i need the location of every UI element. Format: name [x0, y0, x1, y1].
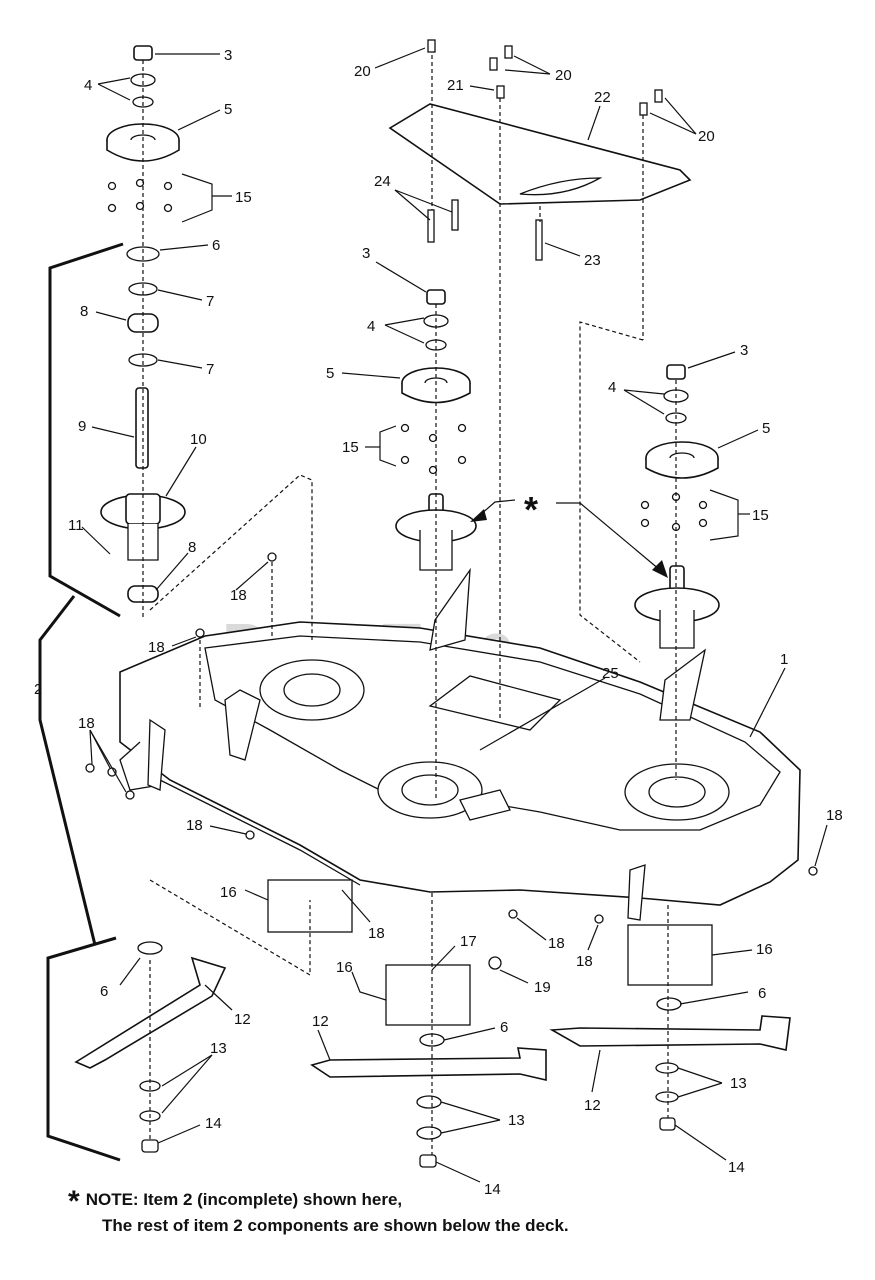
callout-25: 25 — [602, 665, 619, 682]
callout-8: 8 — [80, 303, 88, 320]
callout-15: 15 — [752, 507, 769, 524]
callout-12: 12 — [312, 1013, 329, 1030]
footnote: * NOTE: Item 2 (incomplete) shown here, T… — [68, 1185, 569, 1238]
callout-4: 4 — [608, 379, 616, 396]
callout-5: 5 — [326, 365, 334, 382]
callout-13: 13 — [210, 1040, 227, 1057]
callout-20: 20 — [354, 63, 371, 80]
callout-18: 18 — [576, 953, 593, 970]
callout-21: 21 — [447, 77, 464, 94]
asterisk-arrows — [470, 499, 668, 578]
callout-4: 4 — [367, 318, 375, 335]
asterisk-marker: * — [524, 489, 538, 530]
callout-4: 4 — [84, 77, 92, 94]
callout-2: 2 — [34, 681, 42, 698]
callout-16: 16 — [220, 884, 237, 901]
callout-6: 6 — [758, 985, 766, 1002]
mower-deck — [119, 567, 801, 921]
callout-6: 6 — [500, 1019, 508, 1036]
callout-18: 18 — [78, 715, 95, 732]
callout-20: 20 — [698, 128, 715, 145]
leader-lines — [81, 47, 828, 1183]
callout-23: 23 — [584, 252, 601, 269]
item-2-bracket — [38, 242, 124, 1162]
callout-1: 1 — [780, 651, 788, 668]
callout-17: 17 — [460, 933, 477, 950]
callout-12: 12 — [234, 1011, 251, 1028]
callout-18: 18 — [230, 587, 247, 604]
callout-9: 9 — [78, 418, 86, 435]
callout-14: 14 — [484, 1181, 501, 1198]
top-cover-plate — [388, 39, 692, 261]
callout-22: 22 — [594, 89, 611, 106]
callout-18: 18 — [548, 935, 565, 952]
callout-3: 3 — [362, 245, 370, 262]
callout-20: 20 — [555, 67, 572, 84]
callout-18: 18 — [186, 817, 203, 834]
callout-19: 19 — [534, 979, 551, 996]
callout-7: 7 — [206, 361, 214, 378]
callout-14: 14 — [728, 1159, 745, 1176]
callout-16: 16 — [756, 941, 773, 958]
callout-15: 15 — [342, 439, 359, 456]
callout-6: 6 — [212, 237, 220, 254]
callout-7: 7 — [206, 293, 214, 310]
callout-18: 18 — [826, 807, 843, 824]
note-asterisk: * — [68, 1185, 80, 1218]
callout-18: 18 — [148, 639, 165, 656]
callout-15: 15 — [235, 189, 252, 206]
note-line-1: NOTE: Item 2 (incomplete) shown here, — [85, 1190, 403, 1209]
note-line-2: The rest of item 2 components are shown … — [102, 1216, 569, 1235]
callout-6: 6 — [100, 983, 108, 1000]
callout-8: 8 — [188, 539, 196, 556]
callout-5: 5 — [224, 101, 232, 118]
guide-lines — [142, 55, 677, 1155]
callout-18: 18 — [368, 925, 385, 942]
callout-labels: 3 4 5 15 6 7 8 7 9 10 11 8 20 20 21 22 2… — [34, 47, 843, 1198]
callout-13: 13 — [730, 1075, 747, 1092]
callout-10: 10 — [190, 431, 207, 448]
callout-5: 5 — [762, 420, 770, 437]
right-spindle-stack — [634, 364, 720, 649]
callout-13: 13 — [508, 1112, 525, 1129]
callout-11: 11 — [68, 517, 84, 534]
callout-14: 14 — [205, 1115, 222, 1132]
callout-3: 3 — [224, 47, 232, 64]
callout-16: 16 — [336, 959, 353, 976]
callout-3: 3 — [740, 342, 748, 359]
callout-24: 24 — [374, 173, 391, 190]
callout-12: 12 — [584, 1097, 601, 1114]
